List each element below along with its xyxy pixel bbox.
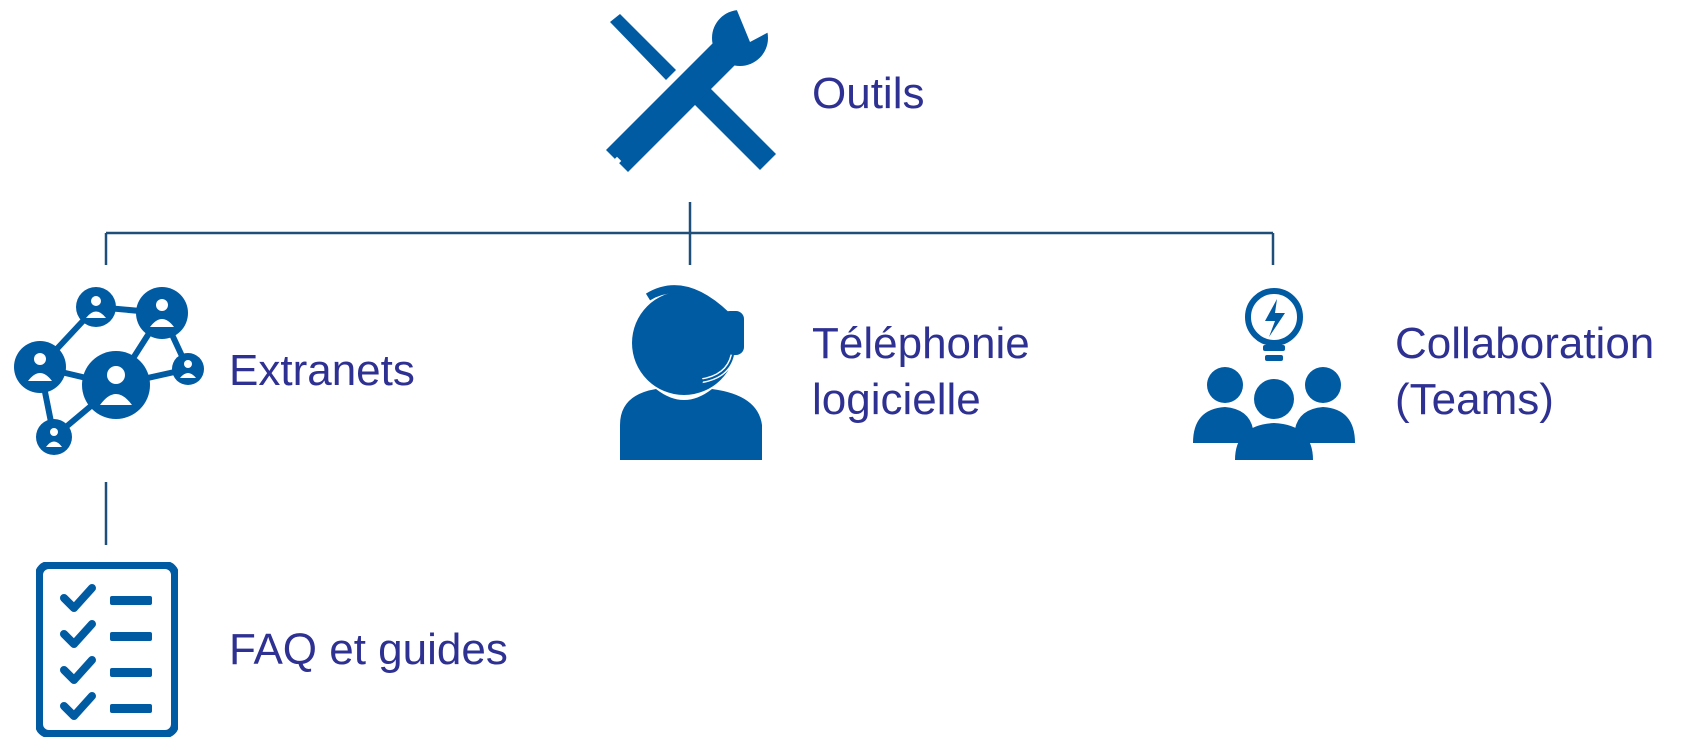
root-label: Outils <box>812 66 924 122</box>
team-lightbulb-icon <box>1193 288 1355 460</box>
faq-label-text: FAQ et guides <box>229 625 508 674</box>
extranets-label: Extranets <box>229 343 415 399</box>
wrench-screwdriver-icon <box>606 8 780 172</box>
collaboration-label-line2: (Teams) <box>1395 375 1554 424</box>
network-people-icon <box>14 287 204 455</box>
headset-person-icon <box>620 285 762 460</box>
telephony-label-line2: logicielle <box>812 375 981 424</box>
telephony-label-line1: Téléphonie <box>812 319 1030 368</box>
collaboration-label-line1: Collaboration <box>1395 319 1655 368</box>
collaboration-label: Collaboration (Teams) <box>1395 316 1654 428</box>
faq-label: FAQ et guides <box>229 622 508 678</box>
telephony-label: Téléphonie logicielle <box>812 316 1030 428</box>
checklist-icon <box>36 562 178 737</box>
root-label-text: Outils <box>812 69 925 118</box>
extranets-label-text: Extranets <box>229 346 415 395</box>
